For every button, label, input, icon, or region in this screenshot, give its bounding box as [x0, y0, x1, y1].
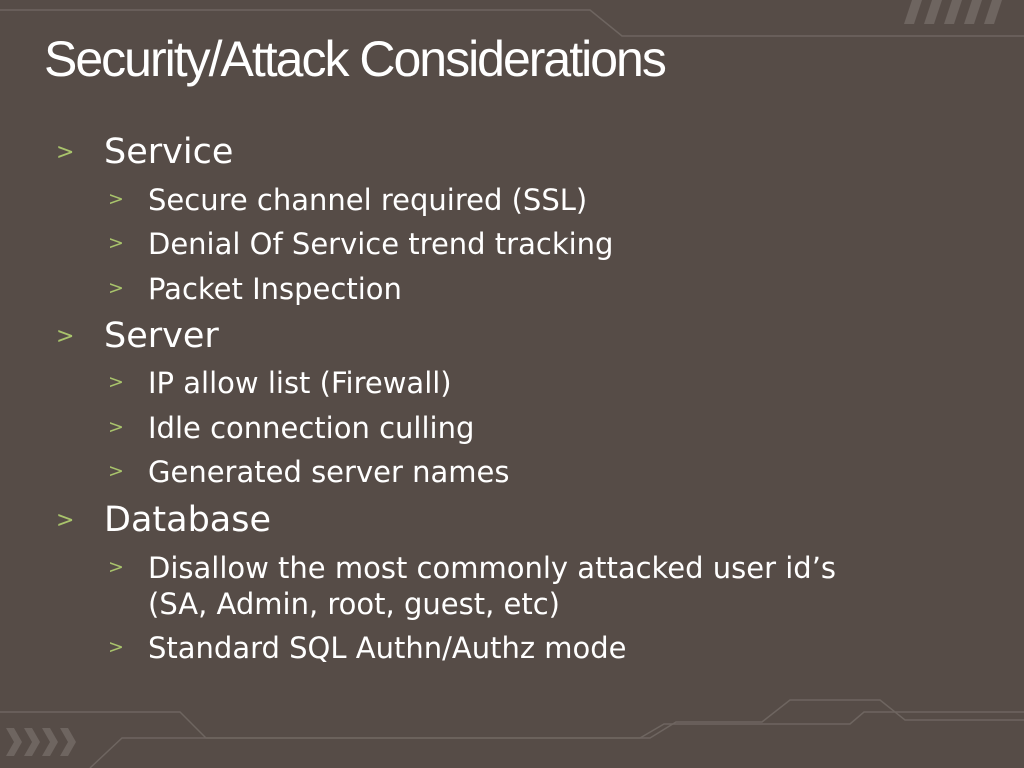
bullet-arrow-icon: >	[108, 371, 124, 393]
section-label: Service	[104, 132, 234, 172]
list-item: > Standard SQL Authn/Authz mode	[108, 631, 627, 665]
list-item-text: IP allow list (Firewall)	[148, 366, 452, 400]
slide-title: Security/Attack Considerations	[44, 31, 667, 87]
list-item: > Generated server names	[108, 455, 510, 489]
bullet-arrow-icon: >	[108, 636, 124, 658]
list-item: > Idle connection culling	[108, 411, 475, 445]
bullet-arrow-icon: >	[108, 556, 124, 578]
list-item: > Denial Of Service trend tracking	[108, 227, 614, 261]
bullet-arrow-icon: >	[56, 324, 75, 349]
list-item-text: Generated server names	[148, 455, 510, 489]
list-item-text: Disallow the most commonly attacked user…	[148, 551, 837, 585]
section-label: Database	[104, 500, 272, 540]
list-item-text: Secure channel required (SSL)	[148, 183, 588, 217]
bullet-arrow-icon: >	[56, 508, 75, 533]
bullet-arrow-icon: >	[108, 232, 124, 254]
list-item-text: Standard SQL Authn/Authz mode	[148, 631, 627, 665]
list-item: > IP allow list (Firewall)	[108, 366, 452, 400]
bullet-arrow-icon: >	[108, 277, 124, 299]
list-item-text: Packet Inspection	[148, 272, 402, 306]
list-item-text: Denial Of Service trend tracking	[148, 227, 614, 261]
section-label: Server	[104, 316, 219, 356]
bullet-arrow-icon: >	[108, 460, 124, 482]
section-server: > Server	[56, 316, 219, 356]
list-item-continuation: (SA, Admin, root, guest, etc)	[148, 587, 560, 621]
list-item: > Disallow the most commonly attacked us…	[108, 551, 837, 585]
list-item-text: Idle connection culling	[148, 411, 475, 445]
bullet-arrow-icon: >	[108, 188, 124, 210]
list-item: > Secure channel required (SSL)	[108, 183, 588, 217]
section-database: > Database	[56, 500, 272, 540]
bullet-arrow-icon: >	[56, 140, 75, 165]
list-item: > Packet Inspection	[108, 272, 402, 306]
section-service: > Service	[56, 132, 234, 172]
bullet-arrow-icon: >	[108, 416, 124, 438]
